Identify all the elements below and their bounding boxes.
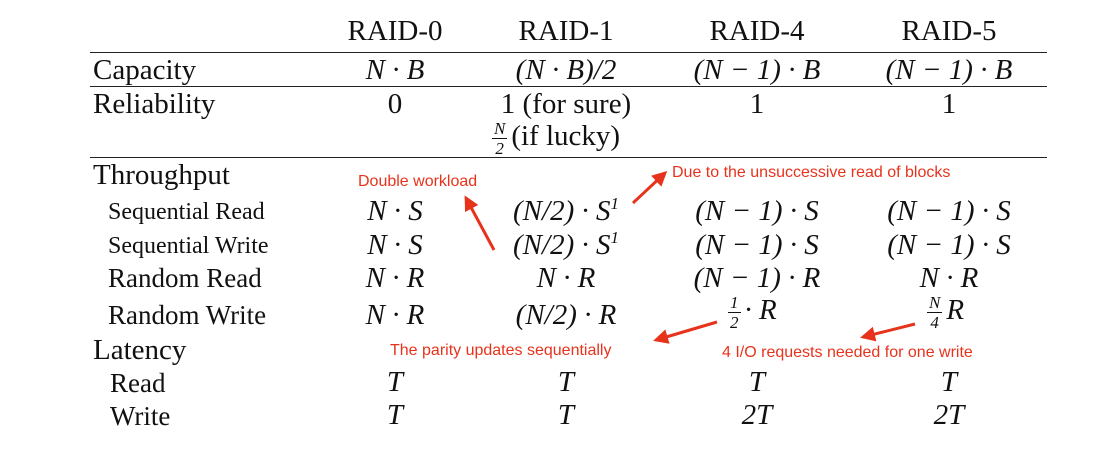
row-label-sequential-write: Sequential Write <box>108 233 269 259</box>
arrow-unsuccessive-read <box>631 170 668 205</box>
col-header-raid4: RAID-4 <box>709 15 805 47</box>
annotation-double-workload: Double workload <box>358 173 478 190</box>
rule-top <box>90 52 1047 53</box>
capacity-raid1: (N · B)/2 <box>515 54 617 86</box>
lat-read-raid1: T <box>557 366 575 398</box>
lat-write-raid1: T <box>557 399 575 431</box>
annotation-io-requests: 4 I/O requests needed for one write <box>722 344 973 361</box>
row-label-latency: Latency <box>93 334 187 366</box>
lat-read-raid5: T <box>940 366 958 398</box>
row-label-write: Write <box>110 401 171 431</box>
reliability-raid1: 1 (for sure) <box>500 88 632 120</box>
fraction-1-over-2: 1 2 <box>728 293 741 332</box>
col-header-raid0: RAID-0 <box>347 15 443 47</box>
rule-after-capacity <box>90 86 1047 87</box>
row-label-random-write: Random Write <box>108 300 267 330</box>
rand-write-raid1: (N/2) · R <box>515 299 617 331</box>
reliability-raid4: 1 <box>749 88 765 120</box>
rand-write-raid4: 1 2 · R <box>728 293 777 332</box>
seq-write-raid0: N · S <box>367 229 423 261</box>
annotation-unsuccessive-read: Due to the unsuccessive read of blocks <box>672 164 951 181</box>
rule-after-reliability <box>90 157 1047 158</box>
lat-write-raid5: 2T <box>933 399 965 431</box>
rand-read-raid0: N · R <box>365 262 425 294</box>
lat-read-raid0: T <box>386 366 404 398</box>
row-label-throughput: Throughput <box>93 159 230 191</box>
seq-read-raid5: (N − 1) · S <box>887 195 1011 227</box>
fraction-n-over-2: N 2 <box>492 119 508 158</box>
seq-read-raid4: (N − 1) · S <box>695 195 819 227</box>
reliability-raid5: 1 <box>941 88 957 120</box>
row-label-capacity: Capacity <box>93 54 197 86</box>
row-label-random-read: Random Read <box>108 263 262 293</box>
reliability-raid0: 0 <box>387 88 403 120</box>
capacity-raid4: (N − 1) · B <box>693 54 821 86</box>
rand-write-raid0: N · R <box>365 299 425 331</box>
seq-write-raid4: (N − 1) · S <box>695 229 819 261</box>
row-label-reliability: Reliability <box>93 88 216 120</box>
reliability-raid1-lucky: N 2 (if lucky) <box>492 119 621 158</box>
capacity-raid0: N · B <box>365 54 425 86</box>
rand-read-raid1: N · R <box>536 262 596 294</box>
arrow-double-workload <box>464 195 496 251</box>
rand-read-raid5: N · R <box>919 262 979 294</box>
arrow-io-requests <box>860 322 916 342</box>
lat-write-raid4: 2T <box>741 399 773 431</box>
rand-write-raid5: N 4 R <box>927 293 965 332</box>
lat-write-raid0: T <box>386 399 404 431</box>
rand-read-raid4: (N − 1) · R <box>693 262 821 294</box>
seq-read-raid1: (N/2) · S1 <box>513 194 619 227</box>
annotation-parity-updates: The parity updates sequentially <box>390 342 612 359</box>
fraction-n-over-4: N 4 <box>927 293 943 332</box>
seq-write-raid1: (N/2) · S1 <box>513 228 619 261</box>
arrow-parity-updates <box>653 320 718 344</box>
seq-write-raid5: (N − 1) · S <box>887 229 1011 261</box>
row-label-read: Read <box>110 368 166 398</box>
col-header-raid5: RAID-5 <box>901 15 997 47</box>
lat-read-raid4: T <box>748 366 766 398</box>
col-header-raid1: RAID-1 <box>518 15 614 47</box>
row-label-sequential-read: Sequential Read <box>108 199 265 225</box>
seq-read-raid0: N · S <box>367 195 423 227</box>
capacity-raid5: (N − 1) · B <box>885 54 1013 86</box>
